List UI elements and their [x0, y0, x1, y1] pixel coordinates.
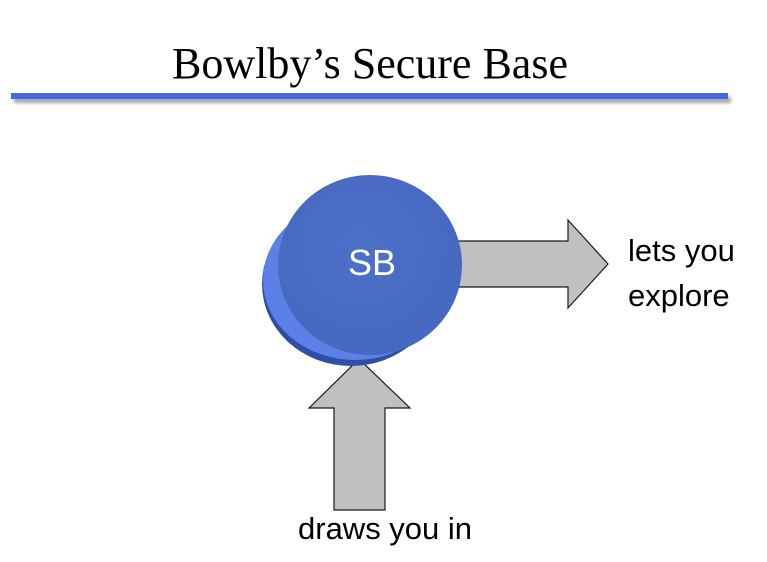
- explore-label-line-1: lets you: [628, 233, 735, 268]
- title-underline: [11, 93, 728, 99]
- explore-label-line-2: explore: [628, 278, 730, 313]
- explore-arrow: [447, 218, 609, 310]
- secure-base-disc: [262, 175, 462, 366]
- slide-title: Bowlby’s Secure Base: [172, 39, 568, 88]
- disc-face: [278, 175, 462, 355]
- draws-in-label: draws you in: [298, 511, 473, 546]
- secure-base-label: SB: [347, 242, 397, 283]
- explore-label: lets you explore: [628, 228, 735, 318]
- draws-in-arrow: [307, 358, 412, 511]
